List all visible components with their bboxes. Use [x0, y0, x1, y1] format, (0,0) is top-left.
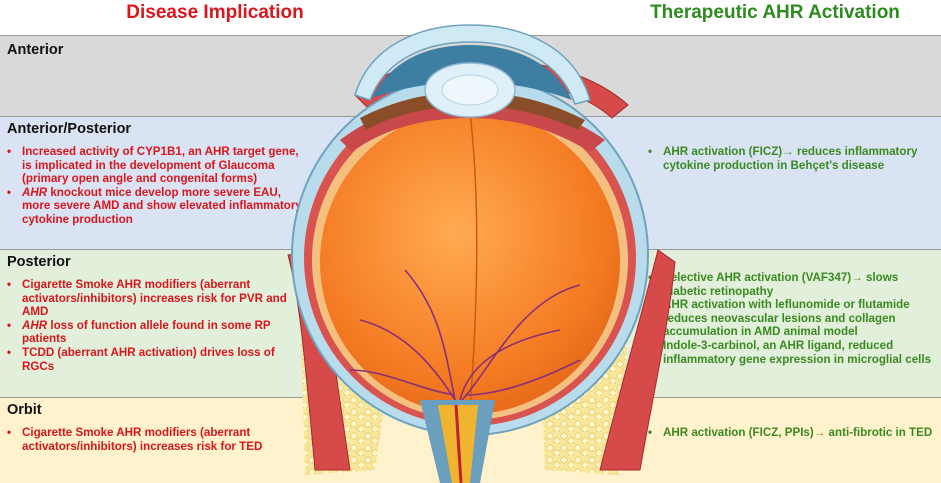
- disease-implication-header: Disease Implication: [126, 2, 304, 23]
- list-item: • AHR knockout mice develop more severe E…: [7, 186, 307, 227]
- bullet-dot: •: [7, 345, 12, 359]
- anterior-posterior-title: Anterior/Posterior: [7, 121, 132, 137]
- list-item: • Cigarette Smoke AHR modifiers (aberrant…: [7, 278, 307, 319]
- bullet-dot: •: [648, 271, 653, 284]
- bullet-text: Cigarette Smoke AHR modifiers (aberrant …: [22, 426, 263, 453]
- list-item: • Increased activity of CYP1B1, an AHR ta…: [7, 145, 307, 186]
- list-item: • AHR activation (FICZ)→ reduces inflamma…: [648, 145, 938, 172]
- bullet-dot: •: [7, 278, 12, 291]
- bullet-text: Cigarette Smoke AHR modifiers (aberrant …: [22, 278, 287, 319]
- bullet-dot: •: [648, 426, 653, 439]
- bullet-text: loss of function allele found in some RP…: [22, 318, 271, 346]
- bullet-text: Indole-3-carbinol, an AHR ligand, reduce…: [663, 338, 932, 366]
- anterior-posterior-therapy-list: • AHR activation (FICZ)→ reduces inflamma…: [648, 145, 938, 172]
- list-item: •Indole-3-carbinol, an AHR ligand, reduc…: [648, 339, 938, 366]
- posterior-disease-list: • Cigarette Smoke AHR modifiers (aberrant…: [7, 278, 307, 373]
- list-item: • Cigarette Smoke AHR modifiers (aberrant…: [7, 426, 307, 453]
- bullet-dot: •: [648, 145, 653, 158]
- bullet-text: AHR activation (FICZ, PPIs)→ anti-fibrot…: [663, 426, 933, 439]
- bullet-dot: •: [7, 426, 12, 439]
- vitreous-body: [320, 110, 620, 414]
- list-item: • AHR loss of function allele found in so…: [7, 319, 307, 346]
- bullet-text: knockout mice develop more severe EAU, m…: [22, 185, 302, 226]
- anterior-title: Anterior: [7, 42, 64, 58]
- iris: [360, 92, 585, 130]
- posterior-title: Posterior: [7, 254, 71, 270]
- orbit-title: Orbit: [7, 402, 42, 418]
- list-item: • AHR activation (FICZ, PPIs)→ anti-fibro…: [648, 426, 938, 440]
- muscle-right: [599, 249, 676, 471]
- bullet-dot: •: [7, 145, 12, 158]
- bullet-text: TCDD (aberrant AHR activation) drives lo…: [22, 345, 275, 373]
- bullet-text: AHR activation with leflunomide or fluta…: [663, 298, 910, 339]
- bullet-italic-term: AHR: [22, 185, 48, 199]
- therapeutic-activation-header: Therapeutic AHR Activation: [650, 2, 900, 23]
- bullet-dot: •: [7, 185, 12, 199]
- bullet-dot: •: [7, 318, 12, 332]
- anterior-posterior-disease-list: • Increased activity of CYP1B1, an AHR ta…: [7, 145, 307, 227]
- list-item: • Selective AHR activation (VAF347)→ slow…: [648, 271, 938, 298]
- vitreous-midline: [469, 111, 478, 411]
- orbit-therapy-list: • AHR activation (FICZ, PPIs)→ anti-fibro…: [648, 426, 938, 440]
- cornea: [354, 24, 591, 105]
- central-vessel: [454, 404, 463, 483]
- bullet-text: AHR activation (FICZ)→ reduces inflammat…: [663, 145, 918, 172]
- lens-inner: [441, 74, 499, 106]
- retinal-vessels: [349, 269, 581, 401]
- orbit-disease-list: • Cigarette Smoke AHR modifiers (aberrant…: [7, 426, 307, 453]
- list-item: • TCDD (aberrant AHR activation) drives l…: [7, 346, 307, 373]
- bullet-text: Selective AHR activation (VAF347)→ slows…: [663, 271, 899, 298]
- posterior-therapy-list: • Selective AHR activation (VAF347)→ slow…: [648, 271, 938, 366]
- list-item: •AHR activation with leflunomide or flut…: [648, 298, 938, 339]
- bullet-text: Increased activity of CYP1B1, an AHR tar…: [22, 145, 299, 186]
- bullet-italic-term: AHR: [22, 318, 48, 332]
